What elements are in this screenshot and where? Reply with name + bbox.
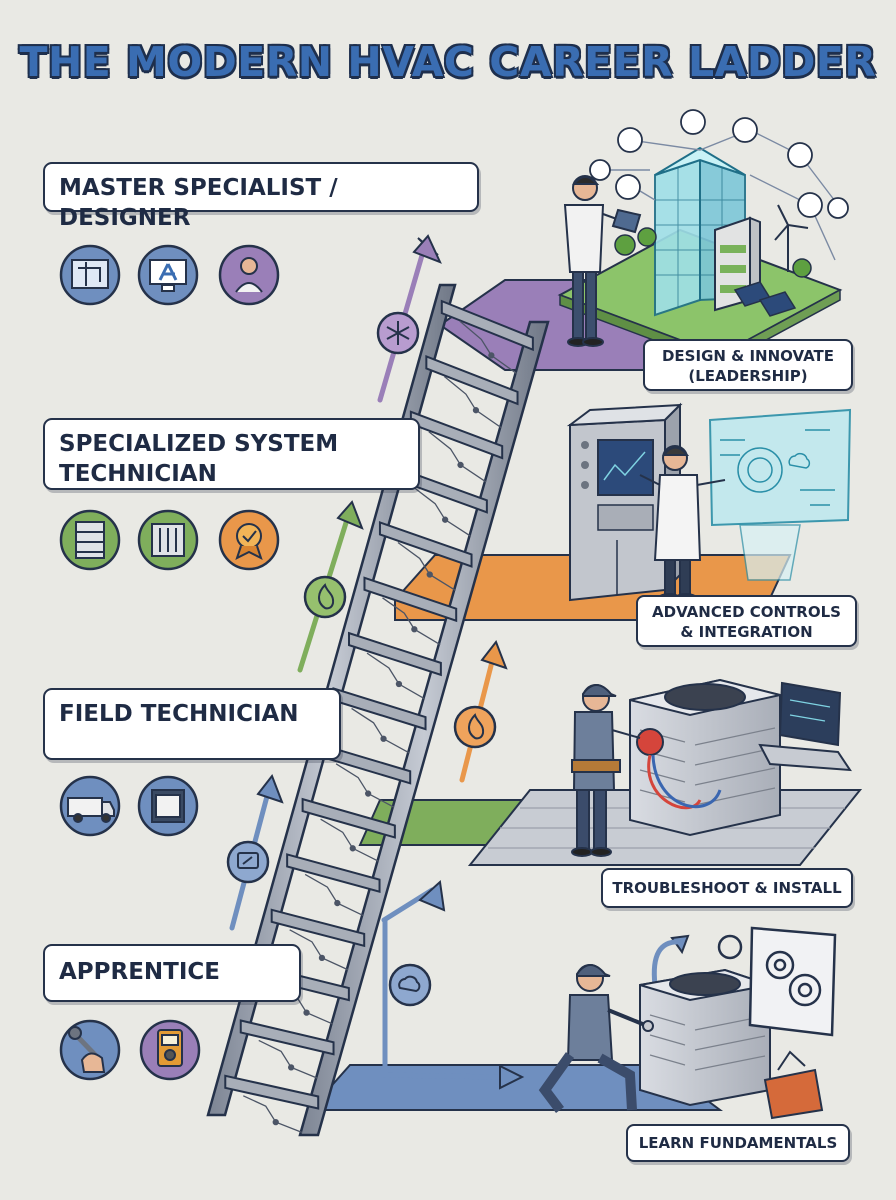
circuit-trace	[428, 431, 487, 483]
circuit-trace	[258, 1039, 318, 1079]
circuit-node	[272, 1118, 279, 1126]
circuit-node	[380, 735, 387, 742]
circuit-node	[488, 352, 495, 359]
circuit-trace	[366, 652, 426, 700]
stage-title-master: MASTER SPECIALIST / DESIGNER	[43, 162, 479, 231]
ladder-rung	[270, 908, 366, 948]
step-label-design: DESIGN & INNOVATE (LEADERSHIP)	[643, 339, 853, 391]
stage-title-field: FIELD TECHNICIAN	[43, 688, 341, 760]
circuit-trace	[443, 375, 502, 429]
ladder-rung	[440, 299, 534, 352]
circuit-trace	[351, 707, 410, 754]
circuit-trace	[304, 873, 364, 917]
circuit-node	[318, 954, 326, 961]
field-technician-figure	[571, 684, 641, 857]
circuit-node	[364, 790, 372, 797]
gauge-badge-icon	[226, 840, 270, 884]
circuit-node	[411, 626, 418, 633]
master-designer-figure	[563, 175, 642, 347]
circuit-node	[287, 1064, 295, 1071]
toolbox-icon	[763, 1068, 824, 1120]
circuit-node	[334, 899, 341, 907]
ladder-rung	[348, 631, 442, 677]
ladder-rung	[301, 797, 396, 839]
flame-badge-icon	[303, 575, 347, 619]
ladder-rung	[332, 687, 427, 731]
circuit-node	[395, 680, 403, 688]
circuit-trace	[289, 929, 349, 971]
apprentice-scene	[538, 926, 837, 1120]
page-title: THE MODERN HVAC CAREER LADDER	[19, 38, 877, 86]
circuit-trace	[243, 1095, 303, 1134]
ladder-rung	[363, 576, 458, 623]
ladder-rung	[239, 1019, 335, 1056]
circuit-trace	[397, 541, 456, 592]
ladder-rung	[378, 521, 473, 568]
circuit-node	[472, 407, 480, 414]
step-label-troubleshoot: TROUBLESHOOT & INSTALL	[601, 868, 853, 908]
controls-station-scene	[566, 402, 852, 603]
ladder-rung	[425, 355, 519, 406]
laptop-icon	[778, 681, 842, 747]
circuit-trace	[320, 818, 380, 863]
apprentice-figure	[538, 964, 654, 1113]
stage-title-apprentice: APPRENTICE	[43, 944, 301, 1002]
career-ladder	[206, 283, 550, 1137]
circuit-node	[457, 461, 464, 469]
circuit-node	[303, 1009, 310, 1016]
ladder-rung	[224, 1074, 320, 1110]
flame-badge-icon	[453, 705, 497, 749]
ladder-rung	[286, 853, 381, 893]
circuit-trace	[413, 486, 472, 537]
circuit-trace	[382, 597, 441, 646]
circuit-node	[349, 845, 356, 852]
circuit-node	[426, 571, 433, 578]
stage-title-specialized: SPECIALIZED SYSTEM TECHNICIAN	[43, 418, 420, 490]
circuit-trace	[335, 763, 395, 808]
step-label-fundamentals: LEARN FUNDAMENTALS	[626, 1124, 850, 1162]
step-label-controls: ADVANCED CONTROLS & INTEGRATION	[636, 595, 857, 647]
cloud-badge-icon	[388, 963, 432, 1007]
circuit-node	[441, 516, 449, 523]
field-technician-scene	[571, 678, 852, 857]
circuit-trace	[459, 320, 518, 375]
